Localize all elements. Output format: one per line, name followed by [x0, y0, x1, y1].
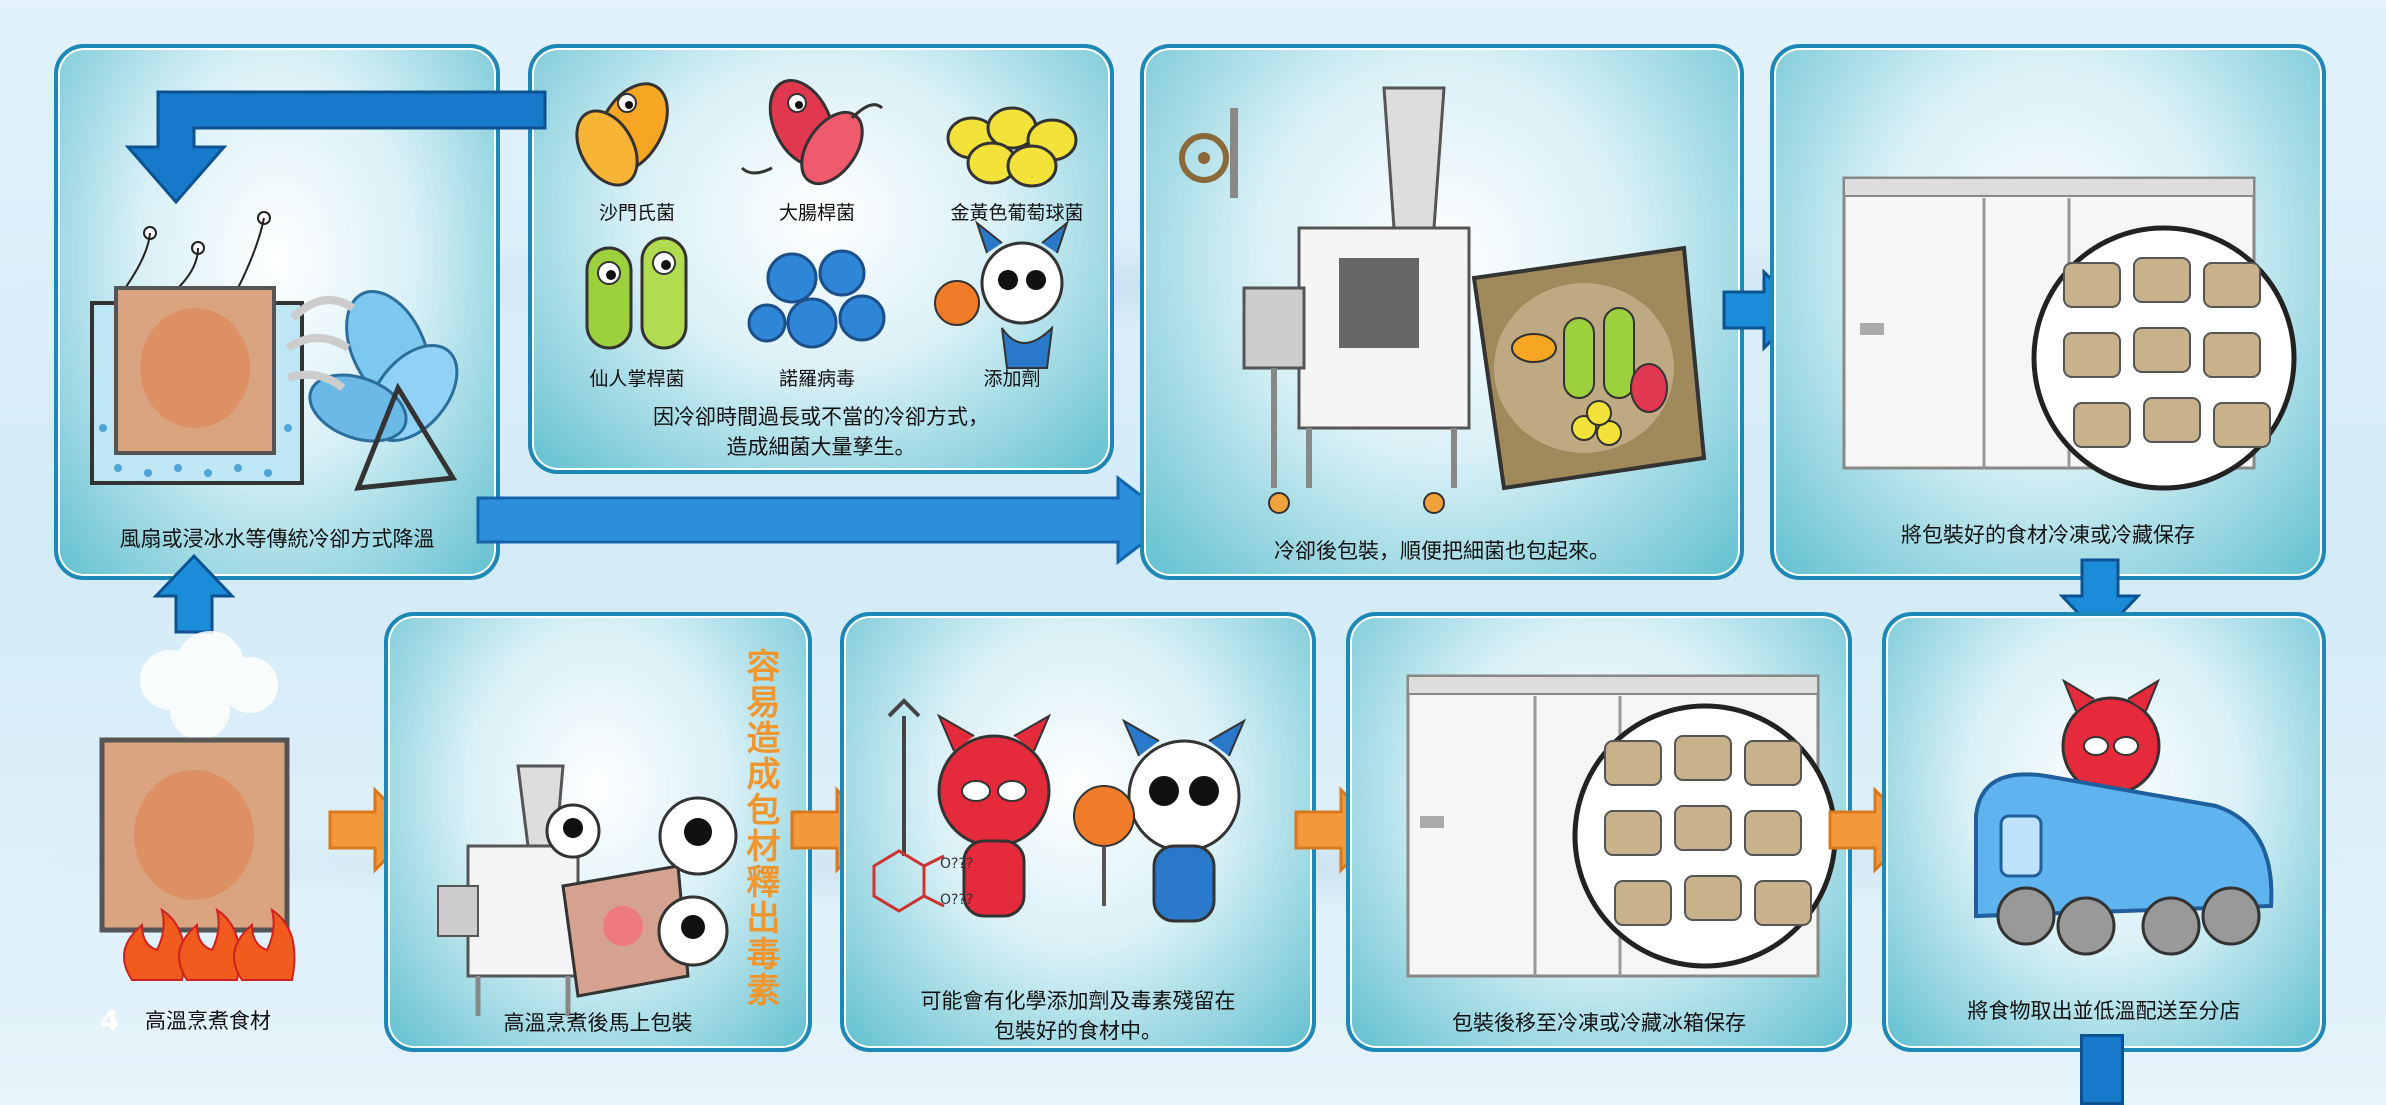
chem-label-2: O??? [940, 892, 974, 908]
magnified-food-bags-icon [2031, 225, 2297, 491]
panel5-caption: 高溫烹煮後馬上包裝 [503, 1011, 693, 1035]
fly-icon [117, 211, 271, 300]
bacteria-label-norovirus: 諾羅病毒 [778, 368, 855, 390]
delivery-car-illustration [1974, 678, 2274, 956]
steering-wheel-icon [1179, 133, 1229, 183]
start-caption: 高溫烹煮食材 [145, 1009, 271, 1033]
packaging-machine-illustration [1179, 86, 1707, 514]
chemical-structure-icon [872, 849, 945, 913]
e-coli-icon [740, 79, 884, 186]
panel-chemical-residue: O??? O??? 可能會有化學添加劑及毒素殘留在 包裝好的食材中。 [840, 612, 1316, 1052]
delivery-car-icon [1974, 772, 2274, 919]
bacteria-label-additive: 添加劑 [983, 368, 1041, 390]
bacteria-label-staph: 金黃色葡萄球菌 [950, 202, 1084, 224]
hot-packaging-illustration [437, 764, 738, 1016]
panel1-caption: 風扇或浸冰水等傳統冷卻方式降溫 [119, 527, 435, 551]
packaging-machine-icon [437, 764, 580, 1016]
panel-bacteria-growth: 沙門氏菌 大腸桿菌 金黃色葡萄球菌 仙人掌桿菌 諾羅病毒 添加劑 因冷卻時間過長… [528, 44, 1114, 474]
vertical-warning-text: 容易造成包材釋出毒素 [740, 648, 780, 1008]
cooling-illustration [90, 211, 459, 491]
salmonella-icon [575, 82, 669, 187]
blue-arrow-stub-icon [2080, 1034, 2124, 1105]
blue-arrow-loop-icon [124, 90, 547, 205]
bacteria-label-bacillus: 仙人掌桿菌 [589, 368, 685, 390]
panel3-caption: 冷卻後包裝，順便把細菌也包起來。 [1274, 539, 1610, 563]
steam-icon [140, 631, 278, 740]
fan-icon [285, 290, 459, 491]
panel-hot-packaging: 高溫烹煮後馬上包裝 [384, 612, 812, 1052]
panel4-caption: 將包裝好的食材冷凍或冷藏保存 [1901, 523, 2195, 547]
cooking-pot-icon [99, 737, 296, 981]
blue-arrow-to-packaging-icon [476, 474, 1176, 566]
fridge-illustration [1842, 176, 2297, 491]
chem-label-1: O??? [940, 856, 974, 872]
fire-icon [123, 907, 296, 981]
skull-devil-icon [1073, 718, 1247, 923]
wheel-icon [1996, 886, 2261, 956]
panel-cold-storage: 將包裝好的食材冷凍或冷藏保存 [1770, 44, 2326, 580]
bacteria-illustrations [575, 79, 1078, 369]
blue-arrow-up-icon [152, 553, 236, 634]
chemical-devils-illustration [872, 698, 1247, 923]
staphylococcus-icon [946, 106, 1078, 188]
magnified-food-bags-icon [1572, 703, 1838, 969]
panel7-caption: 包裝後移至冷凍或冷藏冰箱保存 [1452, 1011, 1746, 1035]
bacteria-label-salmonella: 沙門氏菌 [598, 202, 675, 224]
bacillus-cereus-icon [585, 236, 688, 350]
panel-fridge-transfer: 包裝後移至冷凍或冷藏冰箱保存 [1346, 612, 1852, 1052]
panel8-caption: 將食物取出並低溫配送至分店 [1967, 999, 2241, 1023]
page-number: 4 [100, 1004, 120, 1037]
devil-driver-icon [2061, 678, 2161, 796]
panel2-caption-line2: 造成細菌大量孳生。 [726, 435, 916, 459]
norovirus-icon [747, 249, 886, 349]
bacteria-label-e-coli: 大腸桿菌 [778, 202, 855, 224]
panel6-caption-line1: 可能會有化學添加劑及毒素殘留在 [920, 989, 1236, 1013]
panel-packaging: 冷卻後包裝，順便把細菌也包起來。 [1140, 44, 1744, 580]
panel6-caption-line2: 包裝好的食材中。 [994, 1019, 1162, 1043]
panel-delivery: 將食物取出並低溫配送至分店 [1882, 612, 2326, 1052]
fridge-illustration [1406, 674, 1838, 978]
panel-traditional-cooling: 風扇或浸冰水等傳統冷卻方式降溫 [54, 44, 500, 580]
additive-skull-devil-icon [934, 220, 1070, 369]
panel2-caption-line1: 因冷卻時間過長或不當的冷卻方式， [653, 405, 989, 429]
packaging-machine-icon [1230, 86, 1471, 514]
bacteria-bag-icon [1471, 245, 1707, 491]
hot-bag-icon [561, 864, 690, 998]
red-devil-icon [887, 698, 1052, 918]
